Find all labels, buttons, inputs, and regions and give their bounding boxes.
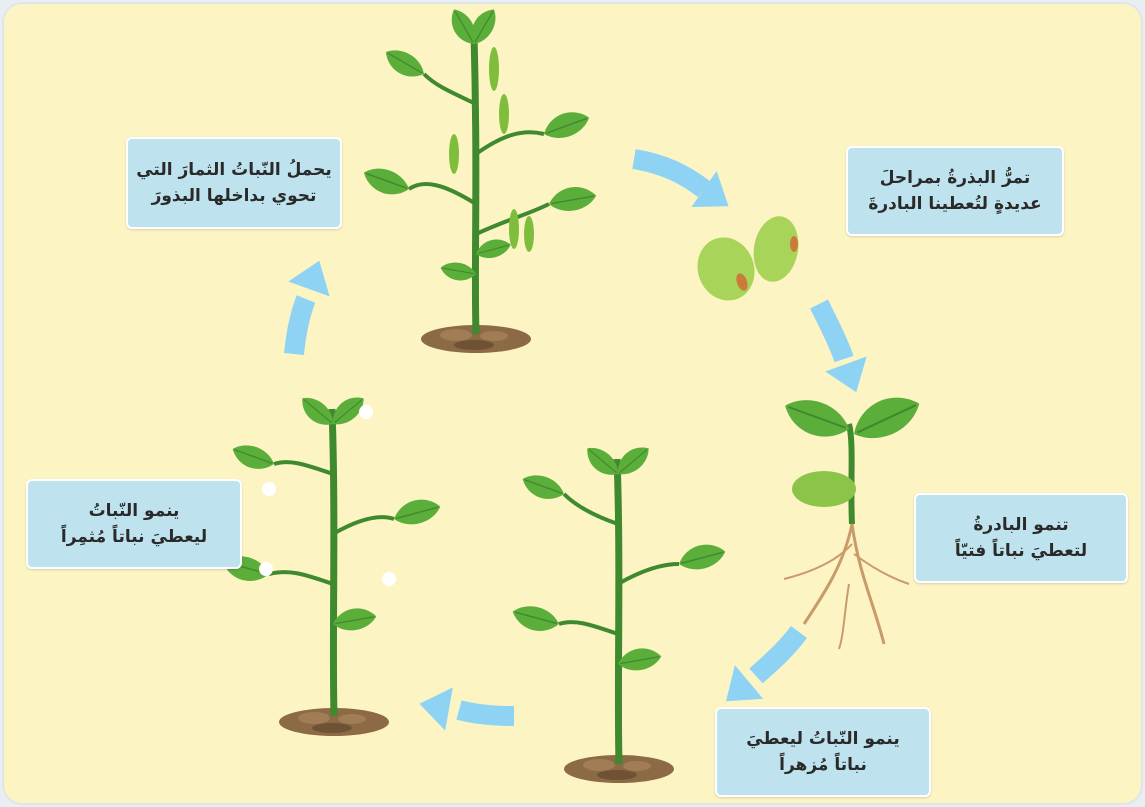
fruiting-plant-icon [360,4,599,353]
stage-label-fruit: يحملُ النّباتُ الثمارَ التي تحوي بداخلها… [126,137,342,229]
stage-label-flowering: ينمو النّباتُ ليعطيَ نباتاً مُثمِراً [26,479,242,569]
stage-label-line: عديدةٍ لتُعطينا البادرةَ [868,191,1041,217]
stage-label-seed: تمرُّ البذرةُ بمراحلَ عديدةٍ لتُعطينا ال… [846,146,1064,236]
stage-label-line: يحملُ النّباتُ الثمارَ التي [136,157,332,183]
stage-label-line: تمرُّ البذرةُ بمراحلَ [880,165,1031,191]
stage-label-line: ينمو النّباتُ ليعطيَ [746,726,899,752]
young-plant-icon [509,440,728,783]
stage-label-line: نباتاً مُزهراً [779,752,867,778]
seeds-icon [689,213,804,309]
cycle-arrow-icon [634,159,741,224]
stage-label-line: تحوي بداخلها البذورَ [152,183,317,209]
stage-label-line: لتعطيَ نباتاً فتيّاً [955,538,1087,564]
stage-label-line: ليعطيَ نباتاً مُثمِراً [61,524,207,550]
cycle-arrow-icon [712,632,799,718]
cycle-arrow-icon [819,304,877,400]
stage-label-line: تنمو البادرةُ [973,512,1068,538]
illustration-layer [4,4,1141,803]
seedling-icon [779,386,926,649]
cycle-arrow-icon [416,682,514,731]
diagram-canvas: يحملُ النّباتُ الثمارَ التي تحوي بداخلها… [4,4,1141,803]
stage-label-young-plant: ينمو النّباتُ ليعطيَ نباتاً مُزهراً [715,707,931,797]
cycle-arrow-icon [288,253,340,354]
stage-label-line: ينمو النّباتُ [89,498,180,524]
stage-label-seedling: تنمو البادرةُ لتعطيَ نباتاً فتيّاً [914,493,1128,583]
flowering-plant-icon [219,390,443,736]
